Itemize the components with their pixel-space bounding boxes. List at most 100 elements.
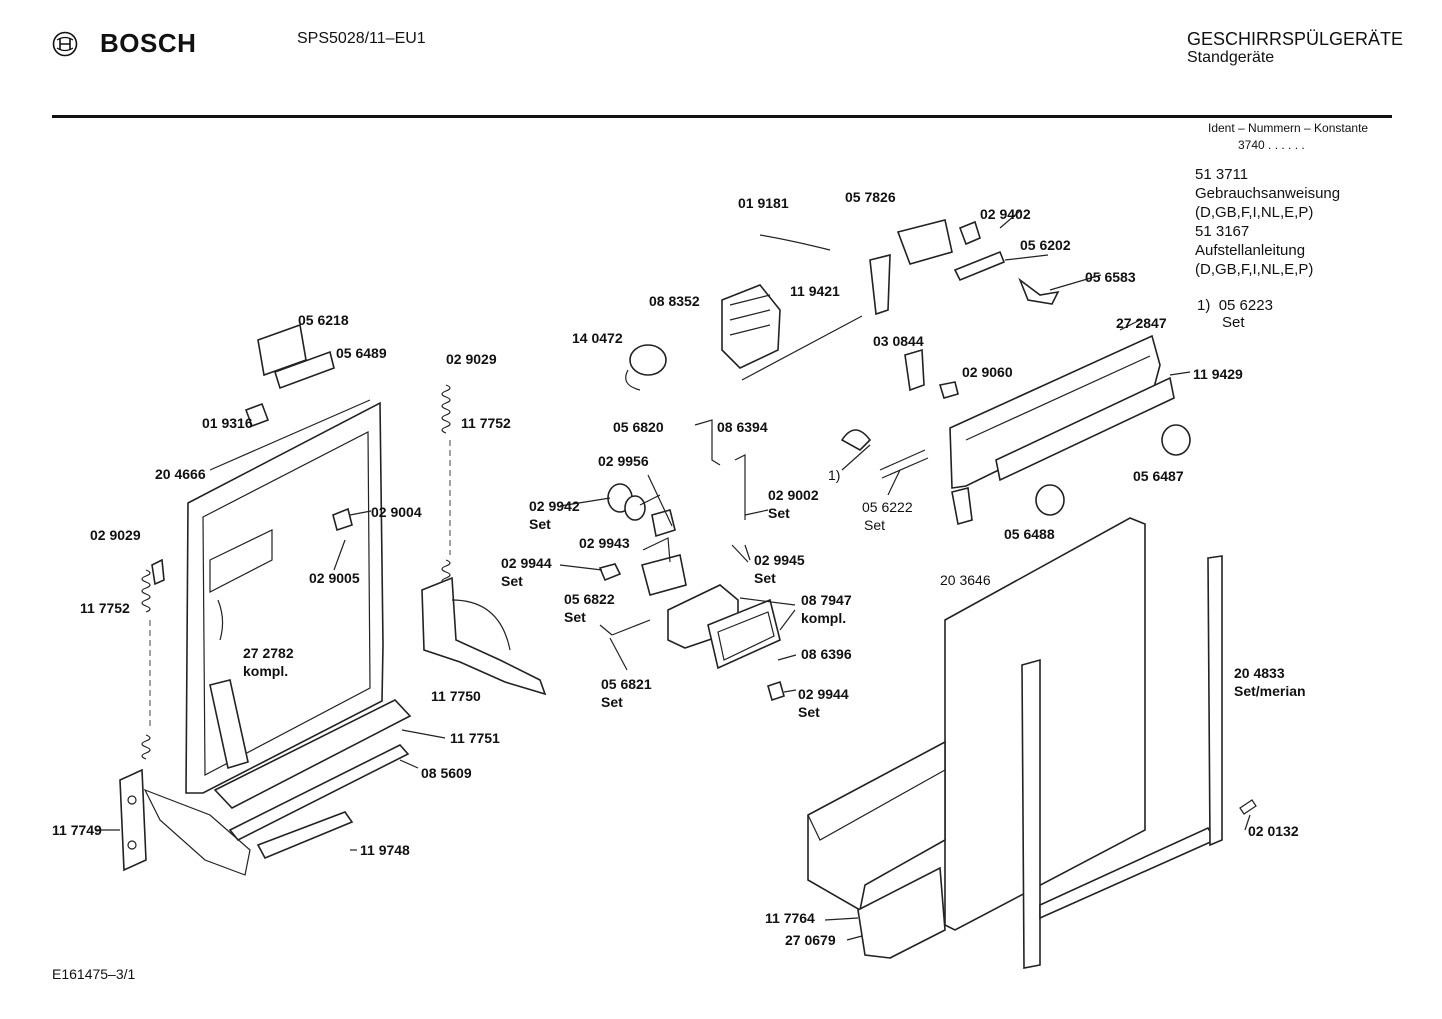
screw-part	[1239, 799, 1257, 815]
bosch-armature-icon	[52, 31, 78, 56]
switch-part	[869, 219, 1060, 316]
footnote-note: Set	[1222, 314, 1245, 331]
part-label: 27 0679	[785, 932, 836, 948]
document-line: (D,GB,F,I,NL,E,P)	[1195, 204, 1314, 221]
contact-set-part	[840, 429, 929, 479]
footnote-marker: 1)	[1197, 297, 1211, 314]
ident-label: Ident – Nummern – Konstante	[1208, 121, 1369, 135]
part-label: 01 9181	[738, 195, 789, 211]
part-label: 05 6489	[336, 345, 387, 361]
part-label: 08 8352	[649, 293, 700, 309]
part-label: 05 6218	[298, 312, 349, 328]
document-list: 51 3711 Gebrauchsanweisung (D,GB,F,I,NL,…	[1195, 165, 1340, 279]
part-label: Set	[798, 704, 820, 720]
part-label: Set	[768, 505, 790, 521]
part-label: Set	[864, 517, 886, 533]
part-label: 05 6487	[1133, 468, 1184, 484]
handle-cover-part	[213, 699, 412, 860]
part-label: kompl.	[801, 610, 847, 626]
ident-value: 3740 . . . . . .	[1238, 138, 1305, 152]
part-label: 02 0132	[1248, 823, 1299, 839]
part-label: Set	[754, 570, 776, 586]
leader-lines	[95, 209, 1251, 941]
part-label: 05 6583	[1085, 269, 1136, 285]
door-frame-part	[185, 399, 384, 794]
knob-part	[625, 344, 667, 391]
part-label: 08 6396	[801, 646, 852, 662]
inner-plate-part	[209, 599, 249, 770]
part-label: 05 6202	[1020, 237, 1071, 253]
document-line: 51 3167	[1195, 223, 1250, 240]
part-label: 05 7826	[845, 189, 896, 205]
round-knob-part	[1035, 424, 1191, 516]
brand-name: BOSCH	[100, 28, 197, 58]
part-label: Set	[601, 694, 623, 710]
part-label: Set	[564, 609, 586, 625]
part-label: 27 2847	[1116, 315, 1167, 331]
part-label: 11 9748	[360, 842, 410, 858]
part-label: 02 9029	[446, 351, 497, 367]
part-label: 20 4666	[155, 466, 206, 482]
fascia-panel-part	[904, 334, 1175, 526]
part-label: 02 9942	[529, 498, 580, 514]
spring-left-part	[141, 558, 165, 760]
side-panel-part	[944, 517, 1223, 969]
part-label: 27 2782	[243, 645, 294, 661]
drawing-id: E161475–3/1	[52, 966, 136, 982]
part-label: 14 0472	[572, 330, 623, 346]
footnote: 1) 05 6223 Set	[1197, 297, 1273, 331]
catch-part	[244, 323, 353, 532]
part-label: 11 9429	[1193, 366, 1243, 382]
part-label: Set/merian	[1234, 683, 1306, 699]
document-line: (D,GB,F,I,NL,E,P)	[1195, 261, 1314, 278]
part-label: 11 7752	[461, 415, 511, 431]
part-label: 11 7752	[80, 600, 130, 616]
part-label: 01 9316	[202, 415, 253, 431]
part-label: kompl.	[243, 663, 289, 679]
part-label: 02 9005	[309, 570, 360, 586]
part-label: 02 9945	[754, 552, 805, 568]
part-label: 05 6488	[1004, 526, 1055, 542]
programmer-part	[721, 234, 863, 381]
part-label: 11 7751	[450, 730, 500, 746]
header-divider	[52, 115, 1392, 118]
part-label: 02 9956	[598, 453, 649, 469]
footnote-part: 05 6223	[1218, 297, 1273, 314]
part-label: 03 0844	[873, 333, 924, 349]
part-label: 08 6394	[717, 419, 768, 435]
part-label: 02 9004	[371, 504, 422, 520]
category-title: GESCHIRRSPÜLGERÄTE	[1187, 29, 1404, 49]
part-label: Set	[501, 573, 523, 589]
part-label: 02 9944	[501, 555, 552, 571]
part-label: 20 3646	[940, 572, 991, 588]
part-label: 02 9402	[980, 206, 1031, 222]
document-line: Aufstellanleitung	[1195, 242, 1306, 259]
part-label: 02 9060	[962, 364, 1013, 380]
part-label: 08 5609	[421, 765, 472, 781]
part-label: 02 9029	[90, 527, 141, 543]
part-label: Set	[529, 516, 551, 532]
part-label: 08 7947	[801, 592, 852, 608]
part-label: 20 4833	[1234, 665, 1285, 681]
part-label: 11 9421	[790, 283, 840, 299]
part-label: 1)	[828, 467, 841, 483]
part-label: 02 9944	[798, 686, 849, 702]
dispenser-part	[598, 419, 785, 702]
part-label: 05 6821	[601, 676, 652, 692]
document-line: Gebrauchsanweisung	[1195, 185, 1341, 202]
part-label: 11 7749	[52, 822, 102, 838]
plinth-part	[807, 740, 946, 959]
part-label: 11 7764	[765, 910, 815, 926]
spring-right-part	[421, 384, 547, 696]
part-label: 02 9002	[768, 487, 819, 503]
part-label: 05 6822	[564, 591, 615, 607]
part-label: 02 9943	[579, 535, 630, 551]
part-label: 05 6222	[862, 499, 913, 515]
hinge-left-part	[119, 768, 251, 876]
brand-logo: BOSCH	[52, 28, 196, 59]
part-label: 05 6820	[613, 419, 664, 435]
document-line: 51 3711	[1195, 166, 1249, 183]
part-label: 11 7750	[431, 688, 481, 704]
category-subtitle: Standgeräte	[1187, 49, 1275, 66]
model-number: SPS5028/11–EU1	[297, 30, 426, 47]
